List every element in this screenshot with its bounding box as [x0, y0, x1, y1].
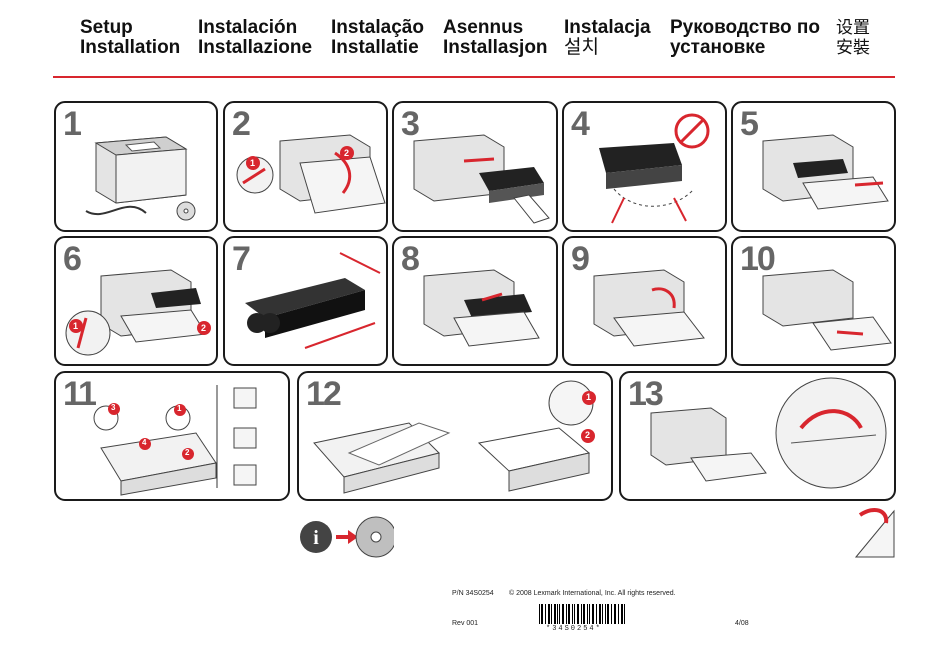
- adjust-tray-guides-illustration: [93, 385, 257, 496]
- reinsert-toner-illustration: [423, 269, 540, 347]
- callout-1: 1: [73, 321, 79, 331]
- header-col-ru: Руководство по установке: [670, 17, 820, 58]
- step-number: 10: [740, 240, 776, 278]
- remove-toner-illustration: [413, 134, 550, 224]
- step-number: 4: [571, 105, 590, 143]
- step-2-panel: 2 1 2: [223, 101, 388, 232]
- copyright: © 2008 Lexmark International, Inc. All r…: [509, 590, 676, 597]
- svg-text:i: i: [313, 527, 319, 549]
- remove-packing-illustration: [65, 269, 211, 356]
- shake-toner-illustration: [245, 252, 381, 349]
- language-header: Setup Installation Instalación Installaz…: [0, 18, 950, 66]
- callout-3: 3: [111, 403, 116, 412]
- step-13-panel: 13: [619, 371, 896, 501]
- step-10-panel: 10: [731, 236, 896, 366]
- callout-2: 2: [201, 323, 207, 333]
- step-5-panel: 5: [731, 101, 896, 232]
- callout-2: 2: [344, 148, 350, 158]
- step-3-panel: 3: [392, 101, 558, 232]
- remove-tray-illustration: [762, 269, 892, 351]
- step-1-panel: 1: [54, 101, 218, 232]
- header-col-en: Setup Installation: [80, 17, 181, 58]
- step-number: 9: [571, 240, 590, 278]
- revision: Rev 001: [452, 620, 479, 627]
- printer-unboxed-illustration: [85, 136, 196, 221]
- callout-1: 1: [586, 392, 592, 402]
- step-number: 3: [401, 105, 420, 143]
- header-divider: [53, 76, 895, 78]
- step-number: 5: [740, 105, 759, 143]
- step-6-panel: 6 1 2: [54, 236, 218, 366]
- step-4-panel: 4: [562, 101, 727, 232]
- step-8-panel: 8: [392, 236, 558, 366]
- step-number: 7: [232, 240, 251, 278]
- barcode-text: *34S0254*: [546, 625, 602, 633]
- step-number: 8: [401, 240, 420, 278]
- part-number: P/N 34S0254: [452, 590, 494, 597]
- insert-tray-illustration: [650, 377, 887, 489]
- step-7-panel: 7: [223, 236, 388, 366]
- step-number: 1: [63, 105, 82, 143]
- header-col-pt-nl: Instalação Installatie: [331, 17, 424, 58]
- step-9-panel: 9: [562, 236, 727, 366]
- step-number: 12: [306, 375, 342, 413]
- step-12-panel: 12 1 2: [297, 371, 613, 501]
- shake-cartridge-illustration: [599, 113, 710, 224]
- callout-1: 1: [177, 404, 182, 413]
- step-number: 2: [232, 105, 251, 143]
- callout-2: 2: [585, 430, 591, 440]
- step-number: 6: [63, 240, 82, 278]
- info-to-cd-graphic: i: [300, 516, 394, 558]
- header-col-fi-no: Asennus Installasjon: [443, 17, 548, 58]
- step-number: 11: [63, 375, 97, 413]
- open-front-door-illustration: [236, 134, 386, 214]
- insert-toner-illustration: [762, 134, 889, 210]
- header-col-es-it: Instalación Installazione: [198, 17, 313, 58]
- date: 4/08: [735, 620, 749, 627]
- barcode: [539, 604, 625, 624]
- callout-1: 1: [250, 158, 256, 168]
- header-col-zh: 设置 安裝: [836, 18, 870, 57]
- header-col-pl-ko: Instalacja 설치: [564, 17, 651, 58]
- step-number: 13: [628, 375, 664, 413]
- close-door-illustration: [593, 269, 705, 347]
- page-turn-icon[interactable]: [850, 501, 900, 565]
- callout-4: 4: [142, 438, 147, 447]
- step-11-panel: 11 3 1 4 2: [54, 371, 290, 501]
- callout-2: 2: [185, 448, 190, 457]
- load-paper-illustration: [313, 380, 596, 494]
